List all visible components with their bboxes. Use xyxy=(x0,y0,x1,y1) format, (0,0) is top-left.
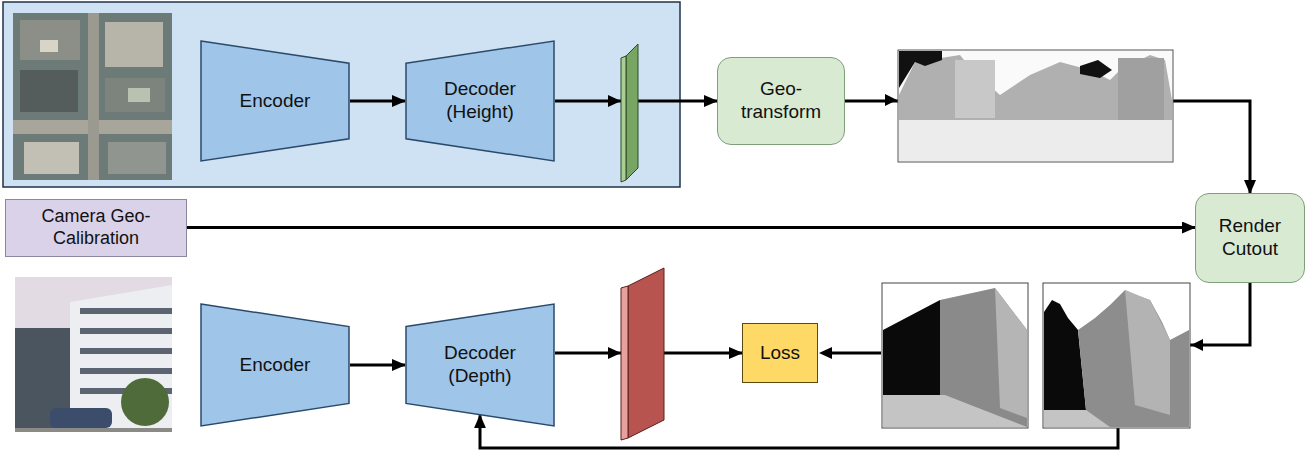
aerial-building xyxy=(108,142,166,174)
depth-near-region xyxy=(883,300,945,395)
street-window-row xyxy=(80,328,172,334)
aerial-roof xyxy=(40,40,58,52)
decoder-block: Decoder (Height) xyxy=(405,40,555,162)
arrow-head xyxy=(1191,339,1203,351)
depth-feature-slab xyxy=(608,268,664,440)
panorama-depth-image xyxy=(885,50,1173,162)
flow-arrow xyxy=(350,100,405,103)
loss-box: Loss xyxy=(742,323,818,383)
slab-side xyxy=(621,56,626,182)
arrow-head xyxy=(819,347,832,359)
panorama-building xyxy=(955,60,995,118)
panorama-building xyxy=(1118,58,1164,120)
rendered-cutout-image xyxy=(1043,283,1203,428)
street-photo xyxy=(15,277,172,432)
trapezoid-shape xyxy=(406,41,554,161)
node-label: Render Cutout xyxy=(1205,215,1295,261)
image-to-loss-arrow xyxy=(819,347,881,359)
panorama-frame xyxy=(898,50,1173,162)
aerial-photo-ground xyxy=(13,13,172,180)
aerial-building xyxy=(105,22,163,67)
process-box: Render Cutout xyxy=(1195,193,1305,283)
slab-face xyxy=(626,44,638,180)
flow-arrow xyxy=(187,226,1195,229)
aerial-roof xyxy=(128,88,150,102)
aerial-building xyxy=(24,142,79,174)
cutout-ground xyxy=(1044,410,1110,427)
arrow-head xyxy=(608,347,621,359)
cutout-near-region xyxy=(1044,300,1086,410)
street-car xyxy=(50,408,112,428)
node-label: Encoder xyxy=(240,354,311,377)
trapezoid-shape xyxy=(406,304,554,426)
street-window-row xyxy=(80,368,172,374)
decoder-block: Decoder (Depth) xyxy=(405,303,555,427)
node-label: Encoder xyxy=(240,90,311,113)
slab-side xyxy=(621,286,628,440)
trapezoid-shape xyxy=(201,41,349,161)
encoder-block: Encoder xyxy=(200,40,350,162)
input-box: Camera Geo-Calibration xyxy=(5,199,187,257)
aerial-building xyxy=(20,20,80,60)
cutout-frame xyxy=(1043,283,1190,428)
aerial-branch-panel xyxy=(3,2,680,187)
street-pavement xyxy=(15,428,172,432)
cutout-building xyxy=(1078,290,1189,427)
depth-ground xyxy=(883,395,1027,427)
street-tree xyxy=(121,378,169,426)
aerial-road xyxy=(88,13,99,180)
trapezoid-shape xyxy=(201,304,349,426)
aerial-building xyxy=(105,78,165,112)
process-box: Geo- transform xyxy=(717,57,845,145)
aerial-photo xyxy=(13,13,172,180)
street-photo-sky xyxy=(15,277,172,432)
depth-building-face xyxy=(995,288,1027,418)
panorama-void xyxy=(899,51,942,88)
node-label: Decoder (Height) xyxy=(430,78,530,124)
aerial-building xyxy=(20,70,78,112)
panorama-ground xyxy=(899,118,1172,161)
street-window-row xyxy=(80,348,172,354)
node-label: Camera Geo-Calibration xyxy=(16,206,176,249)
panorama-buildings xyxy=(899,55,1172,120)
arrow-head xyxy=(885,94,897,106)
arrow-head xyxy=(608,95,621,107)
encoder-block: Encoder xyxy=(200,303,350,427)
cutout-building-face xyxy=(1125,290,1170,415)
flow-arrow xyxy=(480,283,1250,448)
street-window-row xyxy=(80,308,172,314)
arrow-line xyxy=(830,352,881,355)
node-label: Loss xyxy=(760,342,800,365)
flow-arrow xyxy=(350,364,405,367)
slab-face xyxy=(628,268,664,438)
depth-frame xyxy=(882,283,1028,428)
node-label: Geo- transform xyxy=(731,78,831,124)
height-feature-slab xyxy=(608,44,638,182)
node-label: Decoder (Depth) xyxy=(430,342,530,388)
panorama-void xyxy=(1080,60,1112,78)
predicted-depth-image xyxy=(882,283,1028,428)
